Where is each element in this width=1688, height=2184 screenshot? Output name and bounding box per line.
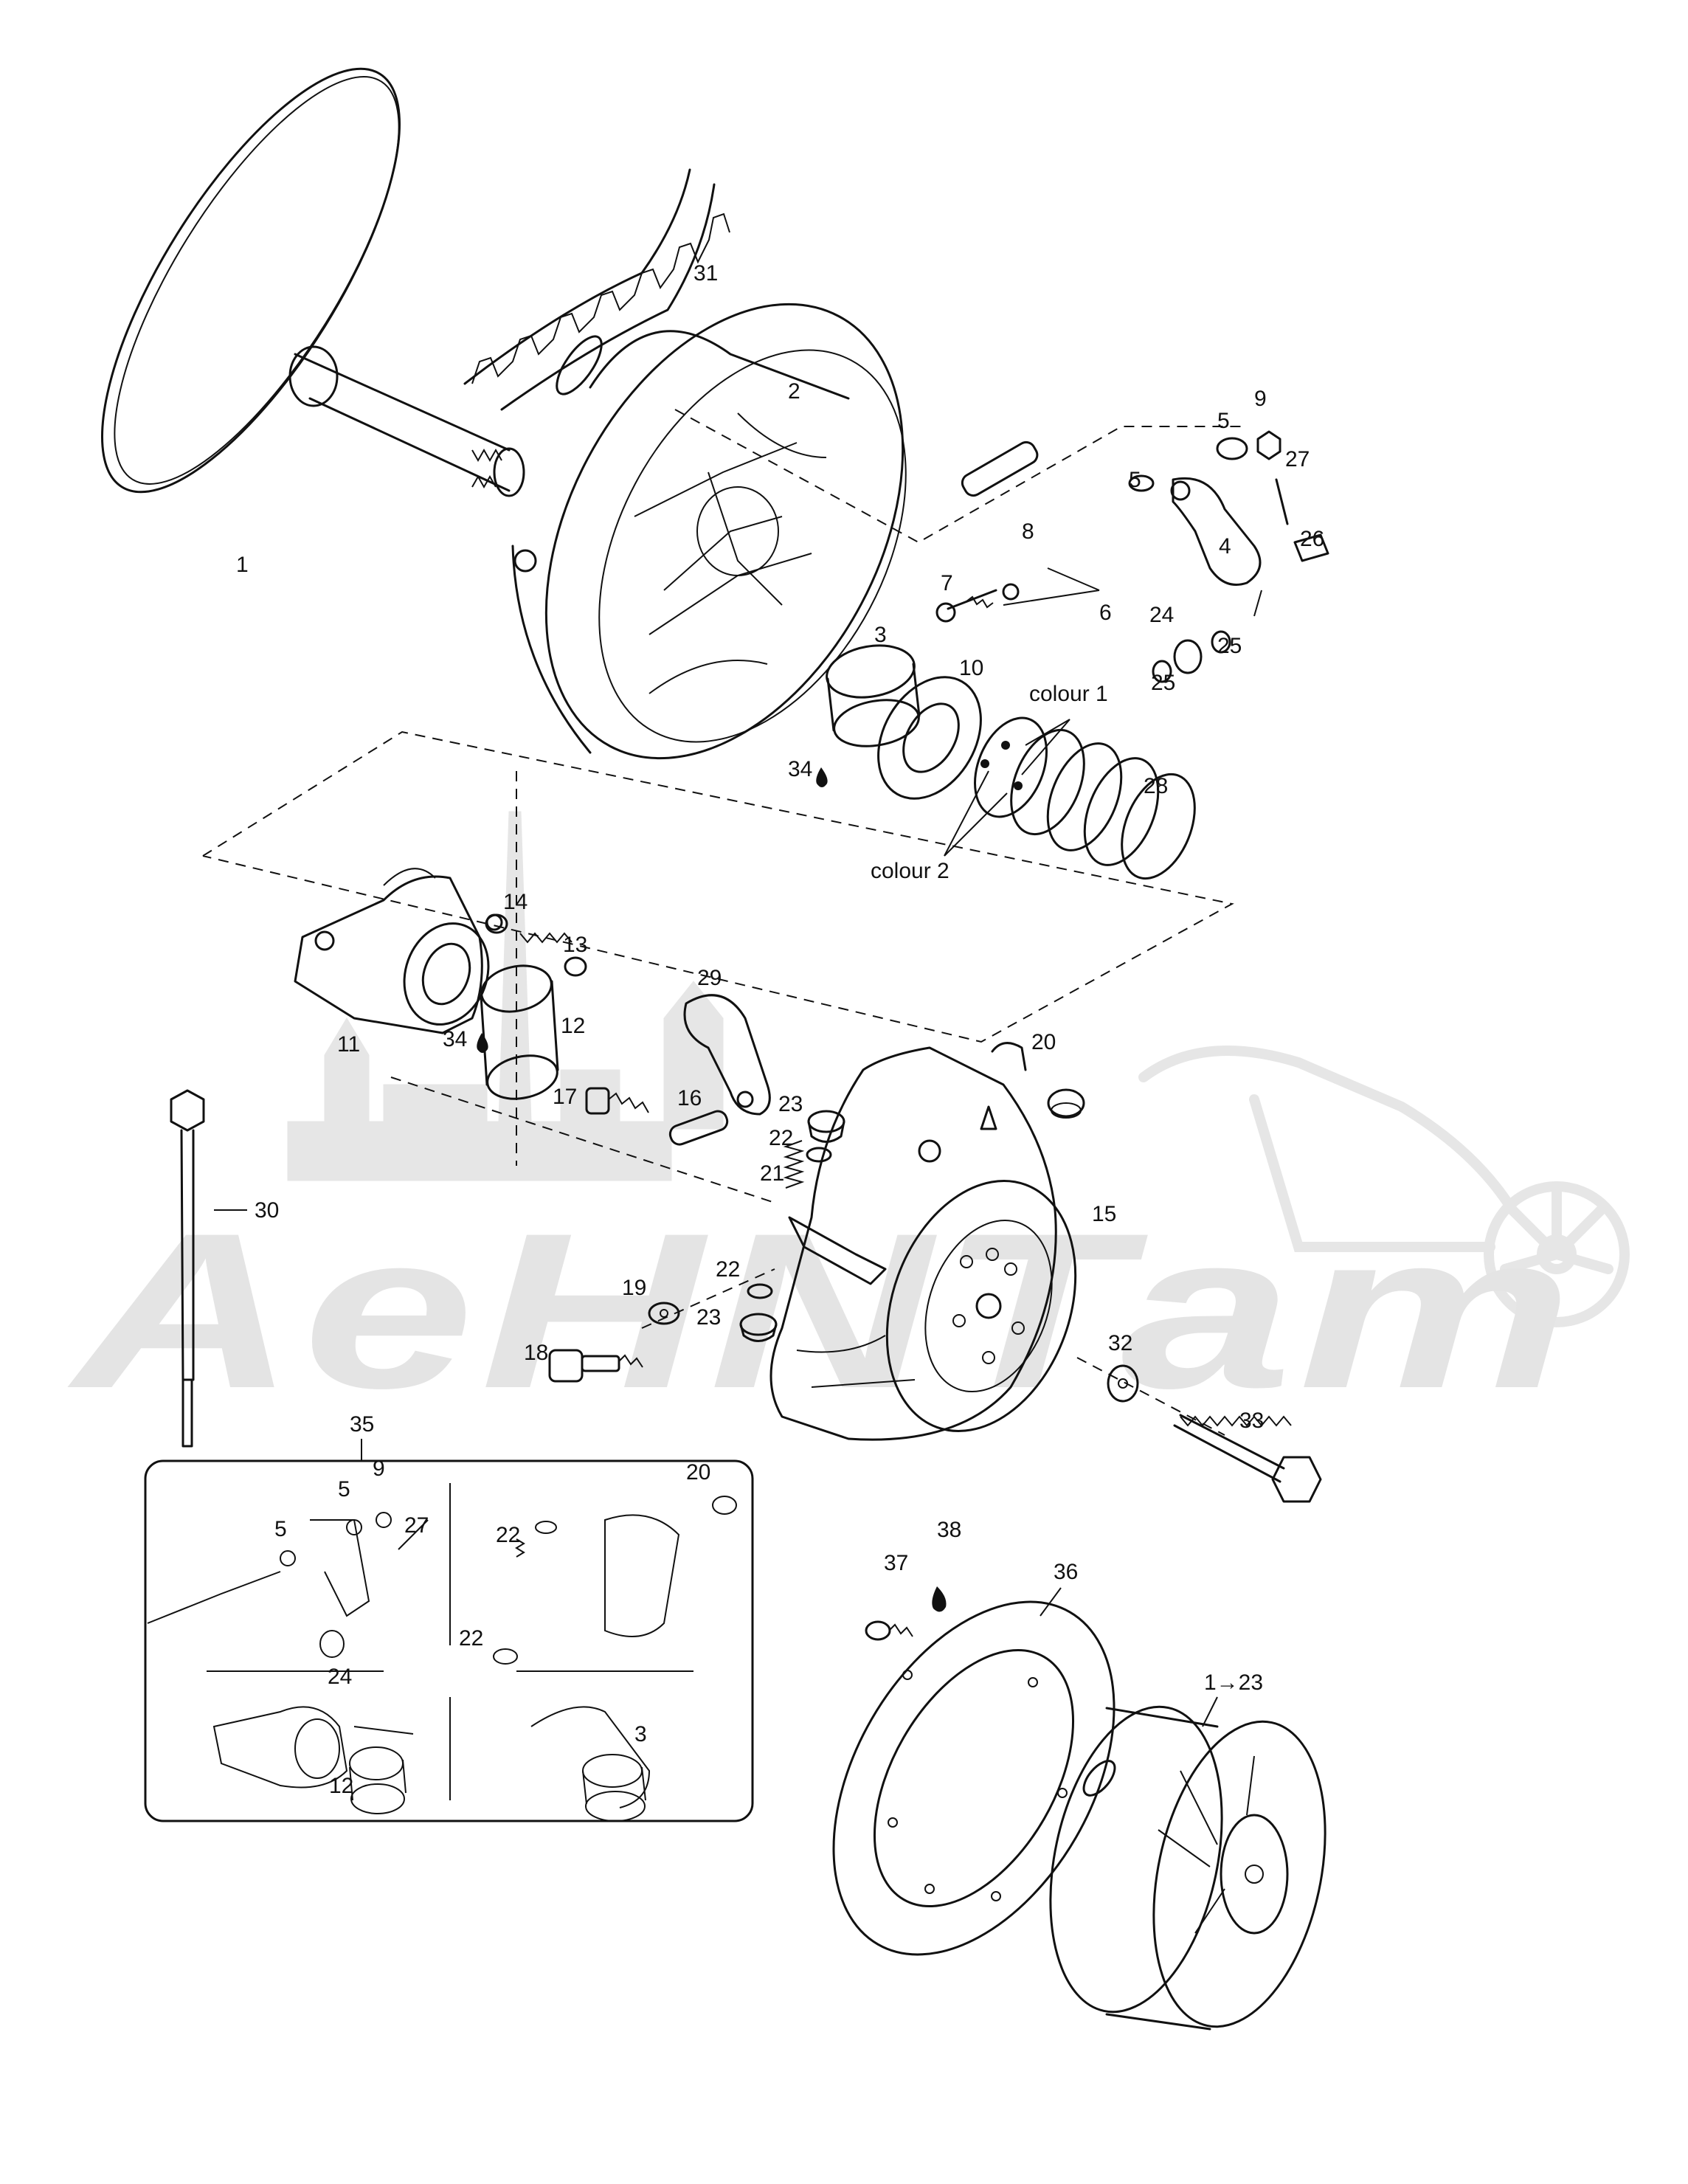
- label-7: 7: [941, 571, 953, 595]
- screw-37: [865, 1620, 913, 1641]
- watermark-motorcycle: [1138, 1046, 1630, 1327]
- label-32: 32: [1108, 1331, 1132, 1355]
- label-28: 28: [1144, 774, 1168, 798]
- spring-21: [783, 1140, 805, 1189]
- label-16: 16: [677, 1086, 702, 1110]
- label-5b: 5: [1129, 468, 1141, 492]
- label-34b: 34: [443, 1027, 467, 1051]
- label-kit-20: 20: [686, 1460, 710, 1485]
- label-kit-12: 12: [329, 1774, 353, 1798]
- watermark-text: AeHNTam: [64, 1186, 1579, 1434]
- label-24: 24: [1149, 603, 1174, 627]
- lubricant-drop-icon: [477, 1033, 488, 1053]
- cap-20: [1047, 1088, 1085, 1119]
- label-26: 26: [1300, 527, 1324, 551]
- spring-28: [974, 716, 1196, 880]
- callout-labels: 1 2 3 4 5 5 6 7 8 9 10 11 12 13 14 15 16…: [236, 261, 1324, 1798]
- kit-35-panel: [144, 1439, 754, 1822]
- washer-32: [1107, 1364, 1139, 1403]
- label-1: 1: [236, 553, 249, 577]
- label-20: 20: [1031, 1030, 1056, 1054]
- lever-29: [683, 994, 771, 1116]
- label-5a: 5: [1217, 409, 1230, 433]
- label-17: 17: [553, 1085, 577, 1109]
- label-colour-2: colour 2: [871, 859, 950, 883]
- label-27: 27: [1285, 447, 1310, 471]
- label-34a: 34: [788, 757, 812, 781]
- movable-sheave: [511, 303, 907, 760]
- watermark-skyline: [287, 811, 724, 1181]
- bushing-12: [480, 964, 559, 1100]
- leader-lines: [214, 719, 1218, 1727]
- label-10: 10: [959, 656, 983, 680]
- spider-11: [294, 868, 503, 1034]
- label-3: 3: [874, 623, 887, 647]
- label-15: 15: [1092, 1202, 1116, 1226]
- label-kit-27: 27: [404, 1513, 429, 1538]
- kit-spider-sketch: [212, 1706, 414, 1814]
- label-19: 19: [622, 1276, 646, 1300]
- label-37: 37: [884, 1551, 908, 1575]
- label-9: 9: [1254, 387, 1267, 411]
- fixed-sheave: [101, 67, 525, 497]
- label-25b: 25: [1151, 671, 1175, 695]
- label-31: 31: [693, 261, 718, 286]
- label-23a: 23: [778, 1092, 803, 1116]
- label-36: 36: [1054, 1560, 1078, 1584]
- washer-14: [485, 913, 508, 934]
- label-kit-9: 9: [373, 1456, 385, 1481]
- label-18: 18: [524, 1341, 548, 1365]
- adhesive-38: [932, 1586, 947, 1612]
- drive-belt: [463, 168, 730, 411]
- kit-cup-sketch: [493, 1496, 737, 1665]
- label-1-23: 1→23: [1204, 1670, 1263, 1695]
- bushing-3: [826, 644, 921, 747]
- screw-13: [519, 932, 587, 977]
- kit-sheave-bushing-sketch: [530, 1706, 651, 1822]
- flange-36: [832, 1600, 1115, 1956]
- label-8: 8: [1022, 519, 1034, 544]
- label-12: 12: [561, 1014, 585, 1038]
- washer-19: [648, 1302, 680, 1325]
- label-38: 38: [937, 1518, 961, 1542]
- governor-cup-15: [769, 1042, 1077, 1441]
- label-6: 6: [1099, 601, 1112, 625]
- label-kit-24: 24: [328, 1665, 352, 1689]
- washer-10: [877, 676, 982, 800]
- kit-roller-arm-sketch: [147, 1512, 429, 1658]
- label-29: 29: [697, 966, 722, 990]
- label-23b: 23: [696, 1305, 721, 1330]
- lubricant-drop-icon: [816, 767, 828, 787]
- label-4: 4: [1219, 534, 1231, 559]
- label-kit-5a: 5: [338, 1477, 350, 1502]
- screw-17: [585, 1087, 649, 1115]
- label-kit-22b: 22: [459, 1626, 483, 1651]
- label-13: 13: [563, 933, 587, 957]
- label-22a: 22: [769, 1126, 793, 1150]
- watermark: AeHNTam: [64, 811, 1630, 1434]
- roller-arm-assembly: [935, 430, 1329, 683]
- label-25a: 25: [1217, 634, 1242, 658]
- label-21: 21: [760, 1161, 784, 1186]
- label-11: 11: [337, 1032, 360, 1057]
- label-kit-3: 3: [634, 1722, 647, 1746]
- shoulder-screw-18: [548, 1349, 643, 1383]
- complete-pulley-1-23: [1049, 1705, 1326, 2031]
- bolt-30: [170, 1089, 205, 1448]
- assembly-lines: [202, 409, 1247, 1436]
- label-30: 30: [255, 1198, 279, 1223]
- o-rings-22: [747, 1147, 832, 1299]
- caps-23: [739, 1110, 845, 1342]
- label-kit-22a: 22: [496, 1523, 520, 1547]
- label-colour-1: colour 1: [1029, 682, 1108, 706]
- label-kit-5b: 5: [274, 1517, 287, 1541]
- label-14: 14: [503, 890, 528, 914]
- label-33: 33: [1239, 1409, 1264, 1433]
- pin-16: [668, 1110, 729, 1146]
- label-35: 35: [350, 1412, 374, 1437]
- label-22b: 22: [716, 1257, 740, 1282]
- label-2: 2: [788, 379, 800, 404]
- bolt-33: [1173, 1414, 1322, 1503]
